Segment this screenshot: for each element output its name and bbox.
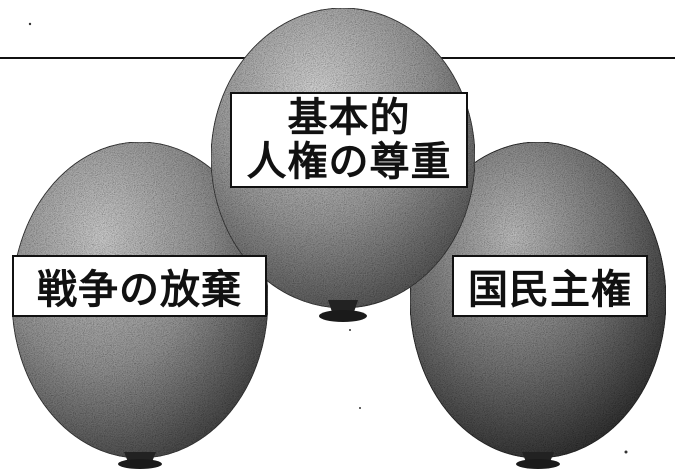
label-center-line2: 人権の尊重 [246, 139, 452, 185]
label-right-text: 国民主権 [468, 267, 632, 313]
label-center-line1: 基本的 [287, 95, 411, 141]
balloon-center-knot [328, 300, 358, 312]
label-left-text: 戦争の放棄 [37, 267, 242, 313]
label-renunciation-of-war: 戦争の放棄 [12, 255, 267, 317]
label-popular-sovereignty: 国民主権 [452, 255, 648, 317]
label-fundamental-human-rights: 基本的 人権の尊重 [230, 92, 468, 188]
